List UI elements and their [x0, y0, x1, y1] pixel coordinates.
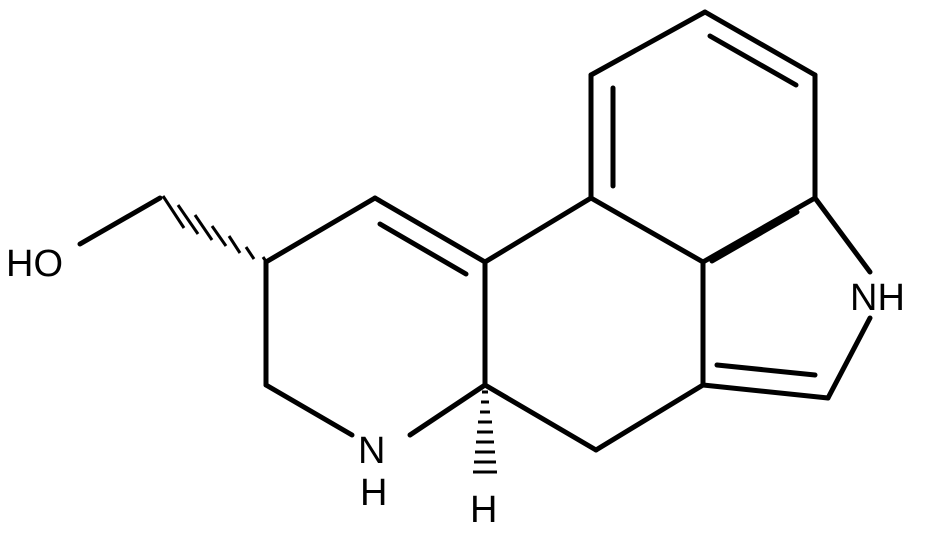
- bond: [702, 9, 818, 78]
- nitrogen-hydrogen-label: H: [360, 472, 387, 514]
- bond: [263, 195, 378, 265]
- bond-double-inner: [714, 362, 818, 378]
- bond: [588, 195, 706, 265]
- hydroxyl-label: HO: [6, 243, 63, 285]
- bond-double-inner: [709, 209, 800, 264]
- bond: [482, 382, 599, 453]
- benzene-ring: [588, 9, 818, 265]
- ring-nitrogen-label: N: [358, 430, 385, 472]
- bond: [407, 382, 488, 438]
- bond: [812, 195, 873, 275]
- bond: [700, 195, 818, 265]
- bond: [825, 315, 873, 401]
- cyclohexane-ring: [482, 195, 706, 453]
- bond-double-inner: [377, 221, 469, 277]
- pyrrole-ring: [700, 195, 873, 401]
- indole-nh-label: NH: [850, 277, 905, 319]
- stereo-hydrogen-label: H: [470, 489, 497, 531]
- bond: [77, 195, 163, 247]
- bond: [263, 382, 355, 438]
- piperidine-ring: [263, 195, 488, 438]
- bond: [700, 382, 831, 401]
- bond: [593, 382, 706, 453]
- hashed-wedge-ch2: [161, 195, 269, 264]
- bond-double-inner: [707, 33, 799, 88]
- bond: [482, 195, 594, 265]
- bond: [588, 9, 708, 78]
- hashed-wedge-h: [473, 390, 497, 474]
- bond: [372, 195, 488, 265]
